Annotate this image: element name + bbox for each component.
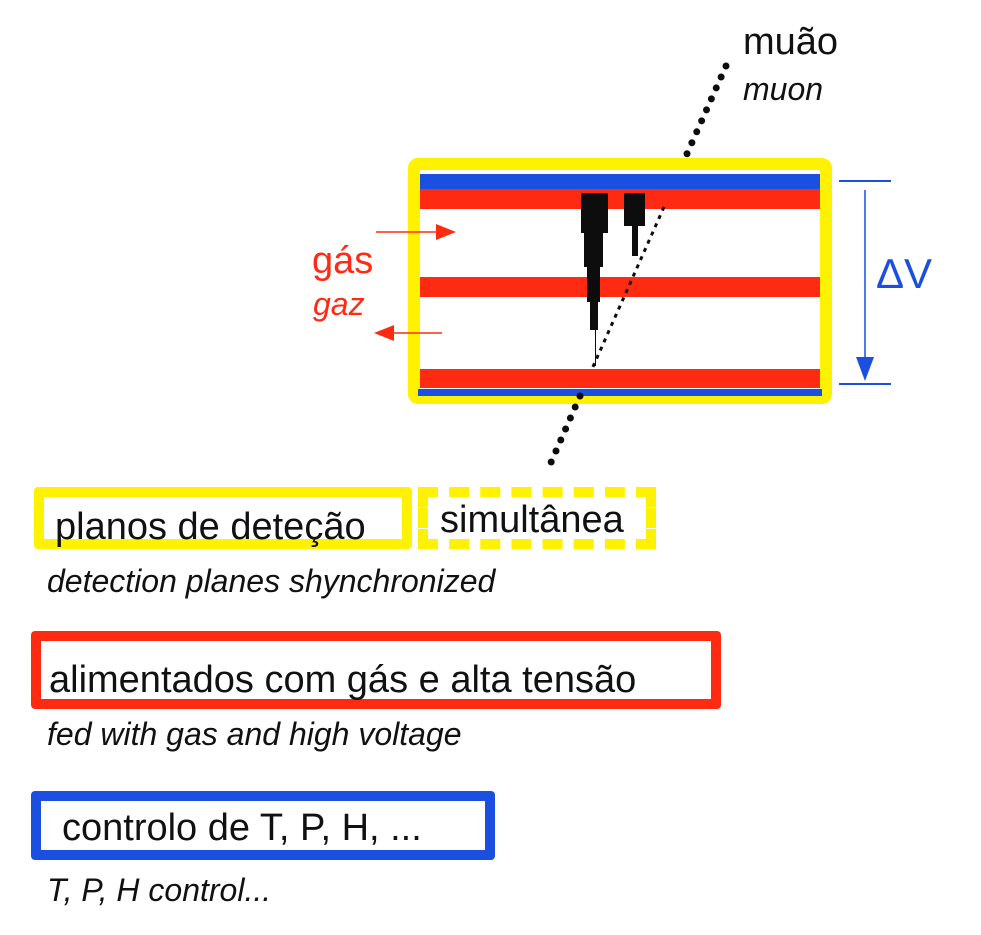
gas-in-arrow (376, 224, 456, 240)
yellow-legend-box (34, 487, 412, 549)
red-plane-2 (420, 277, 820, 297)
voltage-label: ΔV (876, 250, 933, 297)
gas-voltage-label-en: fed with gas and high voltage (47, 716, 462, 752)
voltage-dimension (839, 180, 891, 385)
muon-label-en: muon (743, 71, 824, 107)
control-label-pt: controlo de T, P, H, ... (62, 807, 422, 849)
muon-track-lower (545, 392, 584, 471)
muon-track-upper (682, 62, 730, 160)
gas-label-en: gaz (313, 286, 365, 322)
gas-voltage-label-pt: alimentados com gás e alta tensão (49, 659, 637, 701)
control-label-en: T, P, H control... (47, 872, 272, 908)
gas-label-pt: gás (312, 240, 374, 282)
red-legend-box (31, 631, 721, 709)
top-blue-plate (420, 174, 820, 189)
detection-planes-label-en: detection planes shynchronized (47, 563, 496, 599)
yellow-dashed-box (418, 487, 656, 549)
gas-out-arrow (374, 325, 442, 341)
streamer-large (581, 193, 608, 366)
bottom-blue-plate (418, 389, 822, 396)
simultaneous-label-pt: simultânea (440, 499, 624, 541)
streamer-small (624, 193, 645, 256)
detection-planes-label-pt: planos de deteção (55, 506, 366, 548)
red-plane-3 (420, 369, 820, 388)
muon-label-pt: muão (743, 21, 839, 63)
red-plane-1 (420, 189, 820, 209)
blue-legend-box (31, 791, 495, 860)
muon-track-inside (590, 206, 666, 370)
